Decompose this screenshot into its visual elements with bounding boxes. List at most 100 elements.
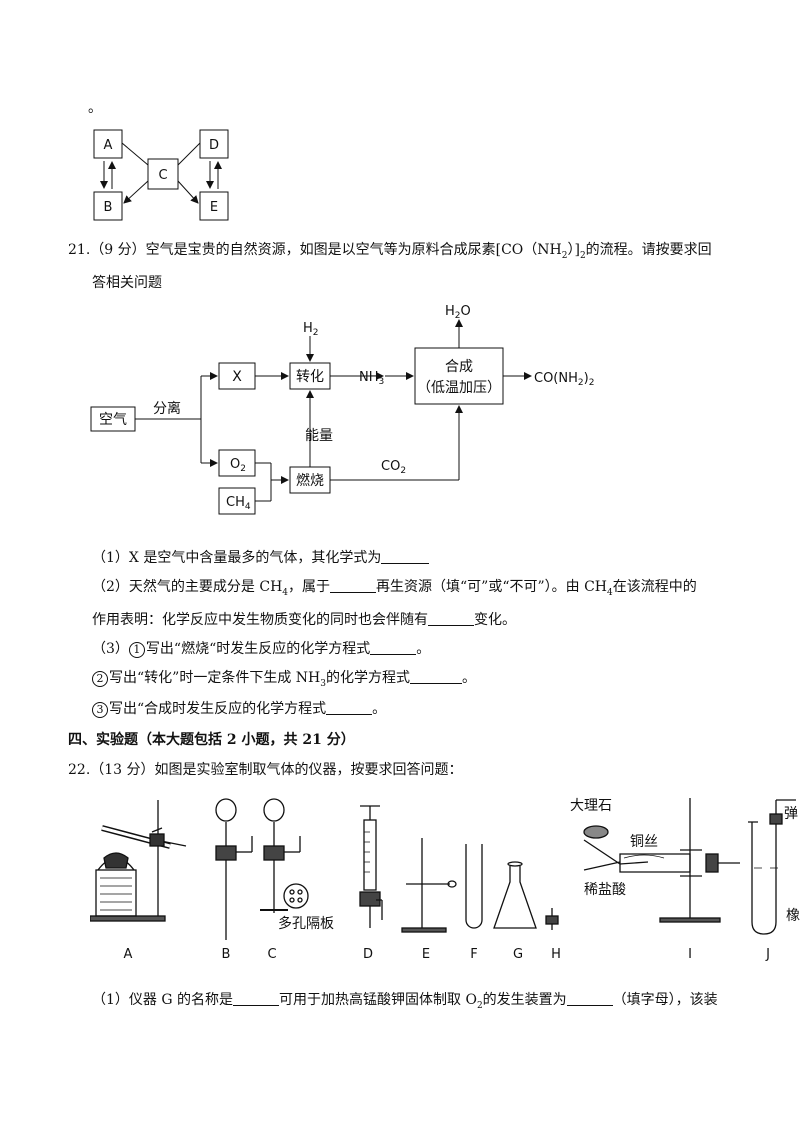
q21-part3-2-a: 写出“转化”时一定条件下生成 NH bbox=[109, 670, 321, 686]
circled-number-3: 3 bbox=[92, 702, 108, 718]
answer-blank[interactable] bbox=[381, 549, 430, 564]
synthesis-condition: （低温加压） bbox=[417, 380, 501, 396]
label-i: I bbox=[688, 947, 692, 962]
circled-number-1: 1 bbox=[128, 642, 145, 658]
label-h: H bbox=[551, 947, 561, 962]
q21-stem-sub2: 2 bbox=[579, 250, 586, 261]
separate-label: 分离 bbox=[153, 400, 181, 417]
node-link-diagram: A B C D E bbox=[93, 129, 229, 221]
label-a: A bbox=[124, 947, 133, 962]
answer-blank[interactable] bbox=[326, 700, 373, 715]
porous-plate-label: 多孔隔板 bbox=[278, 915, 334, 932]
node-d-box bbox=[199, 129, 229, 159]
answer-blank[interactable] bbox=[428, 611, 474, 626]
q22-part1-b: 可用于加热高锰酸钾固体制取 O bbox=[279, 992, 477, 1008]
dilute-hcl-label: 稀盐酸 bbox=[584, 882, 626, 898]
apparatus-d bbox=[359, 805, 383, 928]
q21-part2-a: （2）天然气的主要成分是 CH bbox=[92, 579, 283, 595]
node-a-box bbox=[93, 129, 123, 159]
q21-part3-3-text: 写出“合成时发生反应的化学方程式 bbox=[109, 701, 327, 717]
apparatus-h bbox=[545, 908, 559, 930]
label-f: F bbox=[470, 947, 477, 962]
period: 。 bbox=[461, 670, 476, 686]
marble-label: 大理石 bbox=[570, 798, 612, 814]
node-b-box bbox=[93, 191, 123, 221]
ch4-sub: 4 bbox=[282, 587, 289, 598]
q22-part1: （1）仪器 G 的名称是可用于加热高锰酸钾固体制取 O2的发生装置为（填字母），… bbox=[92, 990, 718, 1016]
j-label-bottom: 橡 bbox=[786, 908, 800, 924]
x-label: X bbox=[232, 369, 242, 385]
lab-apparatus-figure: 多孔隔板 大理石 铜丝 稀盐酸 弹 橡 A B C D E F G H I J bbox=[90, 798, 800, 962]
ch4-sub2: 4 bbox=[607, 587, 613, 598]
nh3-label: NH3 bbox=[359, 370, 384, 387]
q21-part1: （1）X 是空气中含量最多的气体，其化学式为 bbox=[92, 548, 430, 568]
node-d: D bbox=[209, 138, 219, 153]
period: 。 bbox=[416, 641, 431, 657]
section-heading: 四、实验题（本大题包括 2 小题，共 21 分） bbox=[68, 732, 355, 748]
node-e-box bbox=[199, 191, 229, 221]
q22-part1-a: （1）仪器 G 的名称是 bbox=[92, 992, 233, 1008]
answer-blank[interactable] bbox=[566, 991, 613, 1006]
h2o-label: H2O bbox=[445, 304, 471, 321]
q21-part2-e: 作用表明：化学反应中发生物质变化的同时也会伴随有 bbox=[92, 612, 428, 628]
nh3-sub: 3 bbox=[320, 678, 326, 689]
q21-number: 21. bbox=[68, 242, 91, 258]
q21-part2-d: 在该流程中的 bbox=[612, 579, 697, 595]
label-j: J bbox=[765, 947, 770, 962]
synthesis-label: 合成 bbox=[445, 359, 473, 375]
answer-blank[interactable] bbox=[370, 640, 417, 655]
q21-part2-f: 变化。 bbox=[474, 612, 516, 628]
burn-label: 燃烧 bbox=[296, 472, 324, 489]
top-mark: 。 bbox=[88, 100, 102, 116]
q22-part1-c: 的发生装置为 bbox=[482, 992, 567, 1008]
label-b: B bbox=[222, 947, 231, 962]
q21-stem-part3: 的流程。请按要求回 bbox=[585, 242, 712, 258]
answer-blank[interactable] bbox=[330, 578, 377, 593]
apparatus-i bbox=[583, 798, 740, 923]
h2-label: H2 bbox=[303, 321, 319, 338]
q21-part3-2-b: 的化学方程式 bbox=[325, 670, 410, 686]
apparatus-b bbox=[215, 798, 253, 940]
energy-label: 能量 bbox=[305, 428, 333, 444]
copper-wire-label: 铜丝 bbox=[630, 834, 658, 850]
q22-stem: 22.（13 分）如图是实验室制取气体的仪器，按要求回答问题： bbox=[68, 760, 463, 780]
q21-part3-prefix: （3） bbox=[92, 641, 129, 657]
ch4-box bbox=[218, 487, 256, 515]
apparatus-e bbox=[401, 838, 457, 933]
product-label: CO(NH2)2 bbox=[534, 371, 594, 388]
apparatus-c bbox=[260, 798, 309, 913]
apparatus-f bbox=[465, 844, 483, 929]
air-box bbox=[90, 406, 136, 432]
label-c: C bbox=[267, 947, 276, 962]
air-label: 空气 bbox=[99, 412, 127, 428]
o2-label: O2 bbox=[230, 457, 246, 474]
q21-part2-b: ，属于 bbox=[288, 579, 331, 595]
q21-part2-line2: 作用表明：化学反应中发生物质变化的同时也会伴随有 变化。 bbox=[92, 610, 516, 630]
q21-stem-line2: 答相关问题 bbox=[92, 275, 162, 291]
convert-box bbox=[289, 362, 331, 390]
answer-blank[interactable] bbox=[233, 991, 279, 1006]
q21-stem-part2: ）] bbox=[567, 242, 580, 258]
j-label-top: 弹 bbox=[784, 806, 798, 822]
o2-box bbox=[218, 449, 256, 477]
node-c-box bbox=[147, 158, 179, 190]
label-e: E bbox=[422, 947, 430, 962]
answer-blank[interactable] bbox=[409, 669, 462, 684]
convert-label: 转化 bbox=[296, 369, 324, 385]
node-c: C bbox=[158, 168, 167, 183]
q22-part1-d: （填字母），该装 bbox=[612, 992, 718, 1008]
x-box bbox=[218, 362, 256, 390]
node-b: B bbox=[104, 200, 113, 215]
q21-stem-sub: 2 bbox=[561, 250, 568, 261]
circled-number-2: 2 bbox=[92, 671, 108, 687]
ch4-label: CH4 bbox=[226, 495, 251, 512]
apparatus-g bbox=[493, 861, 537, 929]
q21-part3-1-text: 写出“燃烧“时发生反应的化学方程式 bbox=[145, 641, 371, 657]
q22-number: 22. bbox=[68, 762, 91, 778]
q21-stem-part1: 空气是宝贵的自然资源，如图是以空气等为原料合成尿素[CO（NH bbox=[145, 242, 562, 258]
period: 。 bbox=[372, 701, 387, 717]
q21-score: （9 分） bbox=[90, 242, 146, 258]
